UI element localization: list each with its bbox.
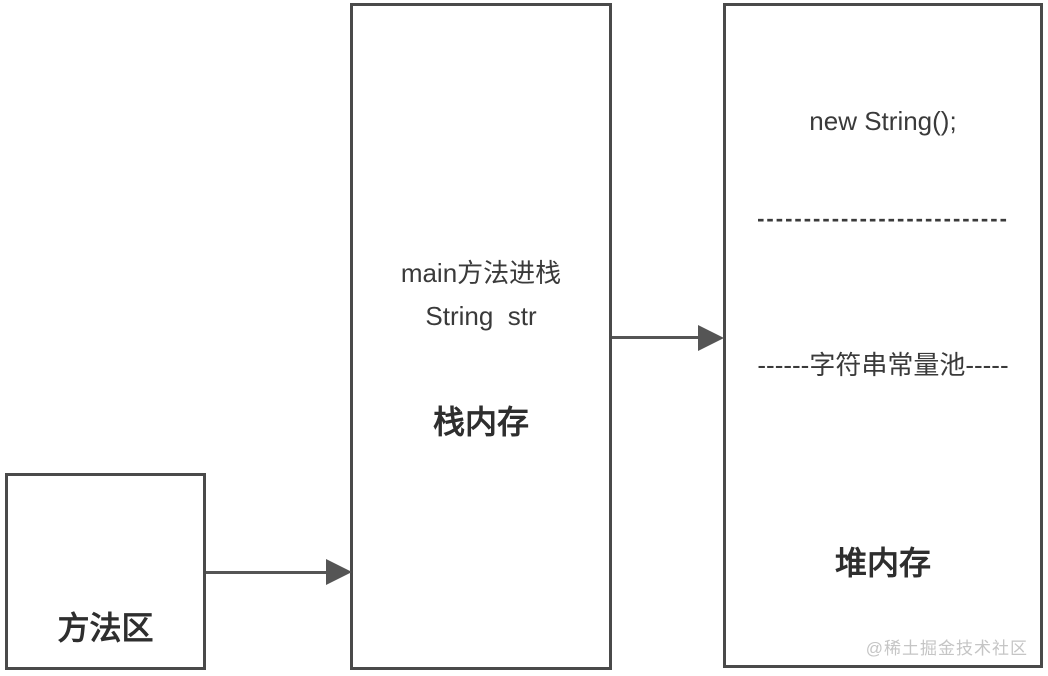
heap-dashed-divider: --------------------------- bbox=[757, 206, 1009, 231]
method-area-box: 方法区 bbox=[5, 473, 206, 670]
heap-memory-label: 堆内存 bbox=[834, 545, 931, 581]
arrow-stack-to-heap-head-icon bbox=[698, 325, 724, 351]
new-string-code-text: new String(); bbox=[809, 106, 957, 136]
stack-main-push-text: main方法进栈 bbox=[400, 258, 562, 288]
stack-memory-box: main方法进栈 String str 栈内存 bbox=[350, 3, 612, 670]
arrow-method-to-stack-head-icon bbox=[326, 559, 352, 585]
stack-memory-label: 栈内存 bbox=[432, 404, 529, 440]
string-constant-pool-label: ------字符串常量池----- bbox=[757, 350, 1009, 380]
stack-string-str-text: String str bbox=[425, 301, 537, 331]
community-watermark: @稀土掘金技术社区 bbox=[865, 639, 1028, 658]
arrow-method-to-stack-line bbox=[206, 571, 328, 574]
method-area-label: 方法区 bbox=[57, 610, 154, 646]
arrow-stack-to-heap-line bbox=[612, 336, 700, 339]
heap-memory-box: new String(); --------------------------… bbox=[723, 3, 1043, 668]
